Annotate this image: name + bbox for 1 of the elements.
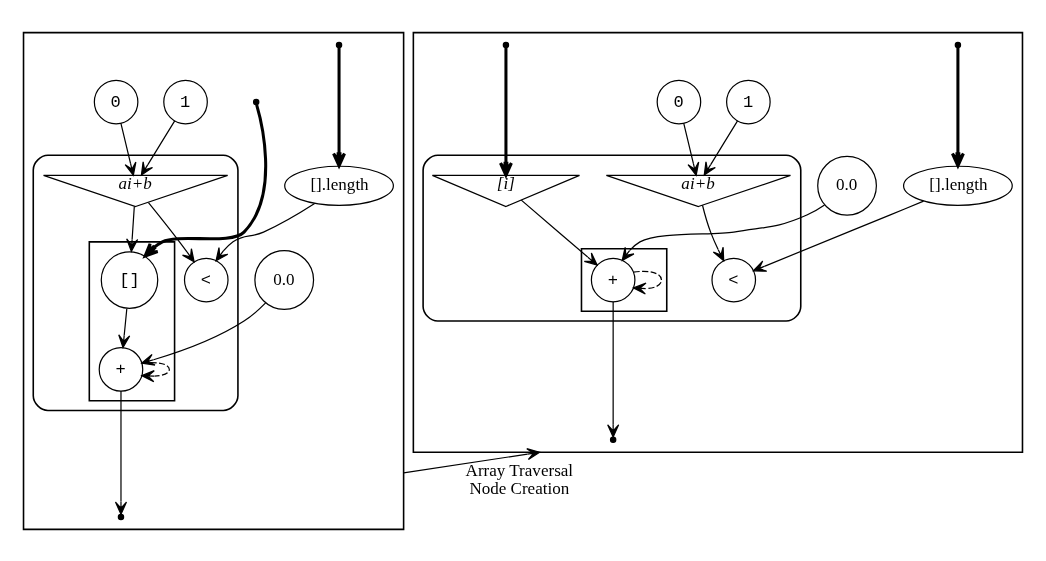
edge-label: Array Traversal Node Creation	[465, 460, 574, 498]
